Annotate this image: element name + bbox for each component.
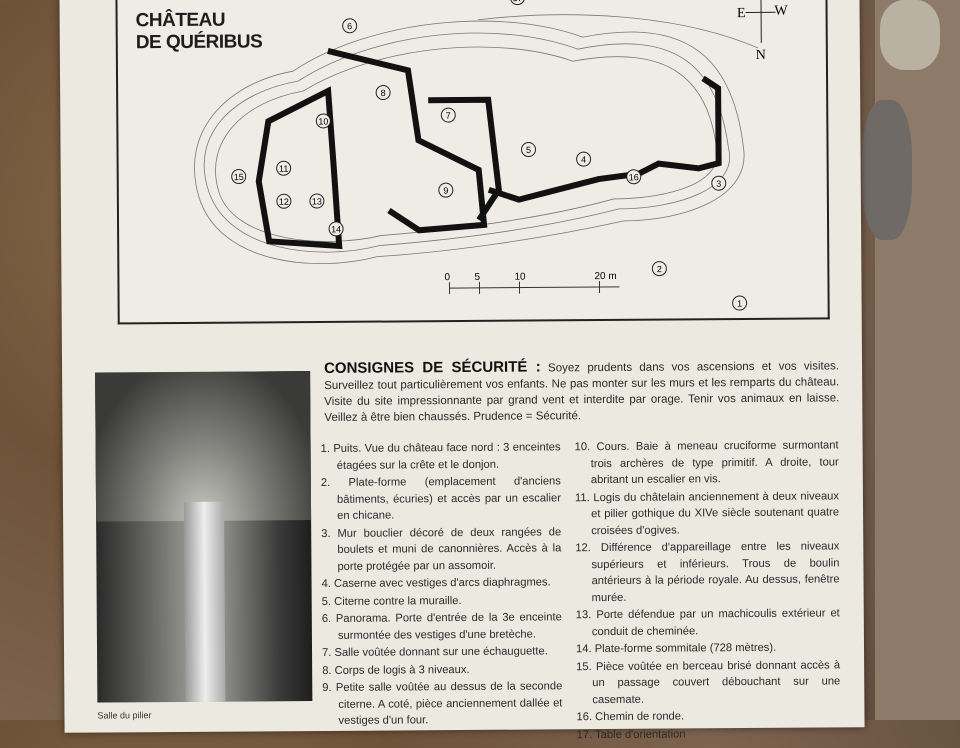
castle-map: CHÂTEAU DE QUÉRIBUS 0 5 1: [115, 0, 829, 324]
legend-list-right: 10. Cours. Baie à meneau cruciforme surm…: [575, 437, 841, 744]
legend-item: 7. Salle voûtée donnant sur une échaugue…: [322, 643, 562, 661]
legend-item: 14. Plate-forme sommitale (728 mètres).: [576, 639, 840, 657]
map-marker-label: 10: [318, 116, 328, 126]
safety-notice: CONSIGNES DE SÉCURITÉ : Soyez prudents d…: [324, 357, 839, 426]
compass-west: W: [774, 4, 787, 20]
map-marker-label: 12: [279, 197, 289, 207]
map-marker-label: 1: [737, 299, 742, 309]
stone-patch: [862, 100, 912, 240]
legend-item: 11. Logis du châtelain anciennement à de…: [575, 488, 839, 539]
legend-item: 9. Petite salle voûtée au dessus de la s…: [322, 678, 562, 729]
scale-label: 10: [514, 272, 526, 283]
map-marker-label: 6: [347, 21, 352, 31]
scale-label: 0: [444, 272, 450, 283]
leaflet: CHÂTEAU DE QUÉRIBUS 0 5 1: [59, 0, 864, 733]
map-marker-label: 5: [526, 145, 531, 155]
compass-north: N: [756, 48, 766, 64]
legend-item: 16. Chemin de ronde.: [576, 707, 840, 725]
photo-pillar: [184, 502, 225, 702]
legend-item: 12. Différence d'appareillage entre les …: [575, 538, 839, 606]
compass-east: E: [737, 6, 746, 22]
photo-caption: Salle du pilier: [97, 710, 151, 720]
legend-item: 13. Porte défendue par un machicoulis ex…: [576, 605, 840, 640]
stone-patch: [880, 0, 940, 70]
castle-plan: 0 5 10 20 m 1234567891011121314151617: [117, 0, 827, 322]
map-marker-label: 7: [446, 111, 451, 121]
legend-item: 5. Citerne contre la muraille.: [322, 592, 562, 610]
photo-pillar-hall: [95, 371, 312, 702]
map-marker-label: 9: [443, 186, 448, 196]
map-marker-label: 3: [716, 179, 721, 189]
legend-item: 3. Mur bouclier décoré de deux rangées d…: [321, 524, 561, 575]
photo-vault: [95, 371, 311, 521]
map-marker-label: 13: [312, 196, 322, 206]
map-marker-label: 14: [331, 224, 341, 234]
safety-heading: CONSIGNES DE SÉCURITÉ :: [324, 358, 541, 377]
map-marker-label: 4: [581, 155, 586, 165]
map-marker-label: 11: [279, 164, 288, 174]
legend-item: 10. Cours. Baie à meneau cruciforme surm…: [575, 437, 839, 488]
legend-item: 1. Puits. Vue du château face nord : 3 e…: [321, 439, 561, 474]
legend-item: 2. Plate-forme (emplacement d'anciens bâ…: [321, 473, 561, 524]
map-marker-label: 16: [629, 172, 639, 182]
map-marker-label: 17: [512, 0, 522, 3]
map-marker-label: 15: [234, 172, 244, 182]
legend-item: 8. Corps de logis à 3 niveaux.: [322, 661, 562, 679]
legend-item: 15. Pièce voûtée en berceau brisé donnan…: [576, 657, 840, 708]
scale-label: 5: [474, 272, 480, 283]
legend-list-left: 1. Puits. Vue du château face nord : 3 e…: [321, 439, 563, 730]
scale-label: 20 m: [594, 271, 616, 282]
legend-item: 4. Caserne avec vestiges d'arcs diaphrag…: [322, 574, 562, 592]
legend-item: 17. Table d'orientation: [577, 725, 841, 743]
map-marker-label: 2: [657, 264, 662, 274]
map-marker-label: 8: [381, 88, 386, 98]
legend-item: 6. Panorama. Porte d'entrée de la 3e enc…: [322, 609, 562, 644]
